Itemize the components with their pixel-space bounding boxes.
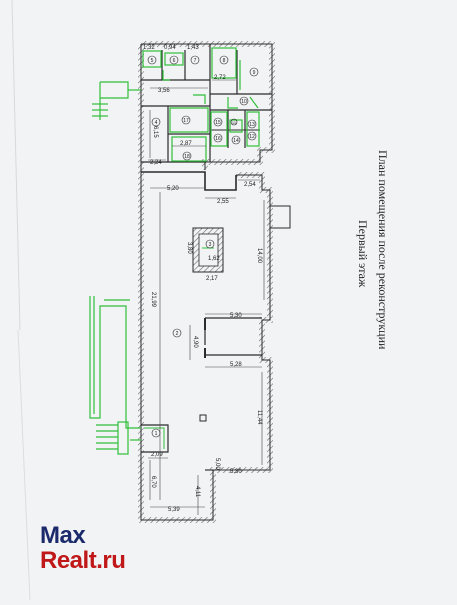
- dim-label: 2,55: [217, 199, 229, 205]
- room-number: 15: [213, 117, 223, 127]
- paper-fold-line: [17, 329, 31, 601]
- top-wing-partitions: [141, 44, 272, 163]
- room-number: 2: [172, 328, 182, 338]
- dimension-labels: 1,32 0,94 1,43 3,56 2,72 2,87 2,24 5,20 …: [143, 45, 256, 513]
- dim-label: 5,39: [168, 507, 180, 513]
- room-number: 8: [219, 55, 229, 65]
- svg-text:18: 18: [184, 154, 190, 160]
- dim-label: 6,15: [152, 126, 158, 138]
- room-numbers: 5 6 7 8 9 4 17 18 10 15 16 14 13 12 11 3…: [147, 55, 259, 438]
- room-1-block: [141, 424, 169, 453]
- room-number: 7: [190, 55, 200, 65]
- dim-label: 5,00: [214, 458, 220, 470]
- room-number: 12: [247, 131, 257, 141]
- watermark-logo: Max Realt.ru: [40, 522, 126, 574]
- dim-label: 2,72: [214, 75, 226, 81]
- svg-text:10: 10: [241, 99, 247, 105]
- svg-text:9: 9: [253, 70, 256, 76]
- dim-label: 1,43: [187, 45, 199, 51]
- plan-title: План помещения после реконструкции: [376, 150, 390, 350]
- svg-text:6: 6: [173, 58, 176, 64]
- svg-text:15: 15: [215, 120, 221, 126]
- plan-subtitle: Первый этаж: [356, 220, 370, 288]
- room-number: 1: [151, 428, 161, 438]
- svg-text:7: 7: [194, 58, 197, 64]
- dimension-lines: [148, 79, 265, 515]
- room-number: 10: [239, 96, 249, 106]
- dim-label: 5,30: [230, 469, 242, 475]
- room-number: 16: [213, 133, 223, 143]
- dim-label: 0,94: [164, 45, 176, 51]
- green-stair-top: [92, 81, 141, 120]
- green-markings-top: [142, 47, 260, 162]
- room-number: 11: [230, 118, 238, 126]
- dim-label: 3,56: [158, 88, 170, 94]
- dim-label: 5,20: [167, 186, 179, 192]
- svg-text:13: 13: [249, 122, 255, 128]
- dim-label: 2,54: [244, 182, 256, 188]
- svg-text:14: 14: [233, 138, 239, 144]
- paper-fold-line: [11, 0, 21, 331]
- dim-label: 21,99: [150, 292, 156, 308]
- dim-label: 5,30: [230, 313, 242, 319]
- dim-label: 1,62: [208, 256, 220, 262]
- room-number: 18: [182, 151, 192, 161]
- vertical-dimension-labels: 6,15 3,80 14,00 21,99 4,90 11,44 6,70 5,…: [150, 126, 262, 498]
- svg-text:16: 16: [215, 136, 221, 142]
- dim-label: 14,00: [256, 248, 262, 264]
- dim-label: 3,80: [186, 242, 192, 254]
- column-marker: [199, 414, 207, 422]
- dim-label: 4,11: [194, 486, 200, 498]
- svg-text:4: 4: [155, 120, 158, 126]
- plan-title-block: План помещения после реконструкции Первы…: [340, 150, 420, 470]
- dim-label: 2,17: [206, 276, 218, 282]
- svg-text:2: 2: [176, 331, 179, 337]
- room-number: 9: [249, 67, 259, 77]
- svg-text:12: 12: [249, 134, 255, 140]
- room-number: 14: [231, 135, 241, 145]
- dim-label: 4,90: [192, 336, 198, 348]
- watermark-line-1: Max: [40, 522, 86, 549]
- outer-walls: [138, 41, 291, 523]
- room-3-block: [192, 227, 224, 273]
- room-number: 13: [247, 119, 257, 129]
- dim-label: 1,32: [143, 45, 155, 51]
- green-ramp-left: [89, 296, 141, 455]
- svg-text:17: 17: [183, 118, 189, 124]
- dim-label: 2,09: [151, 452, 163, 458]
- room-number: 4: [151, 117, 161, 127]
- room-number: 3: [205, 239, 215, 249]
- dim-label: 6,70: [150, 476, 156, 488]
- dim-label: 2,87: [180, 141, 192, 147]
- room-number: 17: [181, 115, 191, 125]
- watermark-line-2: Realt.ru: [40, 547, 126, 574]
- svg-text:11: 11: [232, 120, 237, 125]
- svg-text:5: 5: [151, 58, 154, 64]
- svg-text:8: 8: [223, 58, 226, 64]
- dim-label: 2,24: [150, 160, 162, 166]
- dim-label: 5,28: [230, 362, 242, 368]
- room-number: 6: [169, 55, 179, 65]
- svg-text:1: 1: [155, 431, 158, 437]
- room-number: 5: [147, 55, 157, 65]
- dim-label: 11,44: [256, 410, 262, 425]
- svg-text:3: 3: [209, 242, 212, 248]
